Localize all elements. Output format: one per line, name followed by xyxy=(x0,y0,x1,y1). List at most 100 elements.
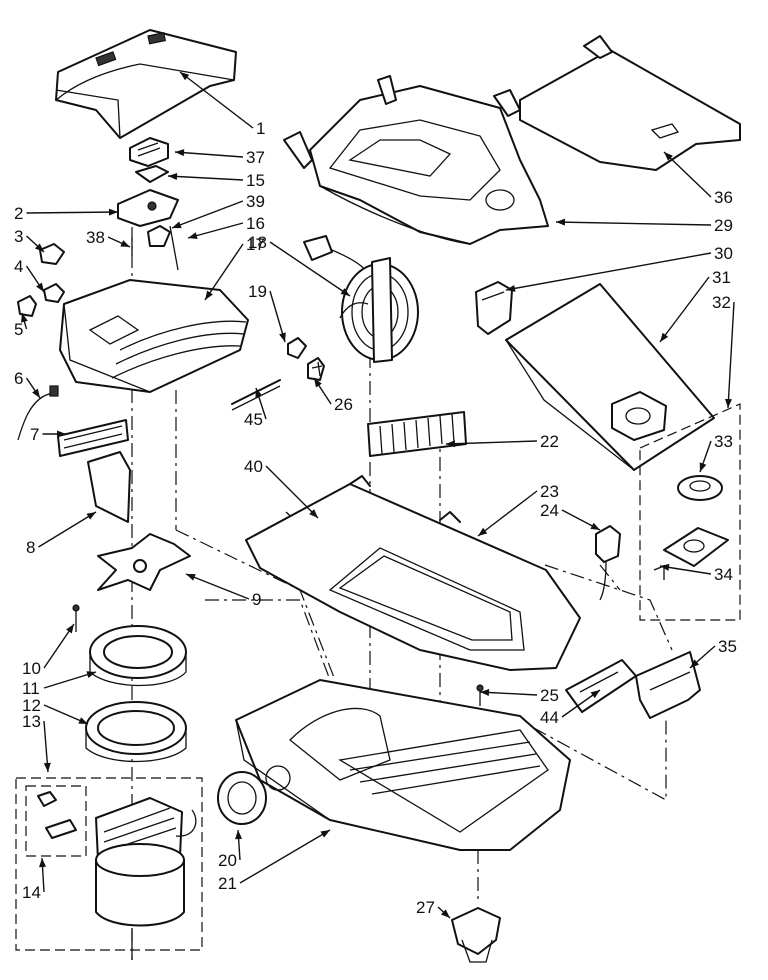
leader-arrowhead xyxy=(39,858,47,868)
part-1-cover xyxy=(55,29,237,139)
leader-line xyxy=(265,465,319,519)
callout-27: 27 xyxy=(416,898,451,919)
callout-number: 11 xyxy=(22,679,40,698)
callout-number: 25 xyxy=(540,686,559,705)
callout-10: 10 xyxy=(22,623,75,678)
leader-line xyxy=(38,511,97,548)
part-22-grille xyxy=(367,411,467,457)
callout-26: 26 xyxy=(313,377,353,414)
callout-40: 40 xyxy=(244,457,319,519)
leader-line xyxy=(174,151,244,158)
leader-arrowhead xyxy=(172,221,182,229)
callout-number: 26 xyxy=(334,395,353,414)
leader-arrowhead xyxy=(556,218,566,226)
callout-number: 9 xyxy=(252,590,261,609)
leader-arrowhead xyxy=(36,282,44,292)
leader-line xyxy=(269,241,351,297)
callout-16: 16 xyxy=(187,214,265,240)
leader-arrowhead xyxy=(699,462,707,472)
part-17-housing xyxy=(59,279,249,393)
leader-line xyxy=(204,243,244,301)
leader-arrowhead xyxy=(180,72,190,81)
callout-number: 1 xyxy=(256,119,265,138)
callout-number: 30 xyxy=(714,244,733,263)
callout-number: 38 xyxy=(86,228,105,247)
leader-arrowhead xyxy=(279,332,286,342)
leader-arrowhead xyxy=(446,440,456,448)
callout-2: 2 xyxy=(14,204,119,223)
callout-number: 17 xyxy=(246,235,265,254)
leader-arrowhead xyxy=(441,909,450,918)
callout-25: 25 xyxy=(479,686,559,705)
leader-line xyxy=(477,490,538,537)
part-36-top-panel xyxy=(493,35,741,171)
part-44-trim xyxy=(565,659,637,713)
leader-line xyxy=(239,829,331,884)
callout-44: 44 xyxy=(540,689,601,727)
callout-number: 39 xyxy=(246,192,265,211)
callout-number: 29 xyxy=(714,216,733,235)
leader-line xyxy=(43,671,97,689)
leader-arrowhead xyxy=(590,522,600,530)
callout-34: 34 xyxy=(659,563,733,584)
leader-line xyxy=(179,71,254,129)
callout-11: 11 xyxy=(22,671,97,698)
part-32-filter-frame xyxy=(639,403,741,621)
callout-14: 14 xyxy=(22,857,47,902)
leader-arrowhead xyxy=(660,563,670,571)
callout-number: 27 xyxy=(416,898,435,917)
callout-number: 14 xyxy=(22,883,41,902)
callout-number: 35 xyxy=(718,637,737,656)
part-20-wheel xyxy=(217,771,267,825)
callout-30: 30 xyxy=(505,244,733,292)
callout-number: 22 xyxy=(540,432,559,451)
callout-45: 45 xyxy=(244,387,267,429)
callout-38: 38 xyxy=(86,228,131,248)
callout-37: 37 xyxy=(174,148,265,167)
leader-arrowhead xyxy=(175,149,185,157)
callout-13: 13 xyxy=(22,712,51,773)
leader-arrowhead xyxy=(235,830,243,840)
part-23-frame xyxy=(245,475,581,671)
leader-line xyxy=(505,252,712,291)
callout-number: 4 xyxy=(14,257,23,276)
callout-1: 1 xyxy=(179,71,265,138)
callout-number: 36 xyxy=(714,188,733,207)
leader-arrowhead xyxy=(186,574,196,581)
leader-line xyxy=(479,691,538,696)
callout-29: 29 xyxy=(555,216,733,235)
leader-line xyxy=(659,276,710,343)
callout-17: 17 xyxy=(204,235,265,301)
part-31-dust-bag xyxy=(505,283,715,471)
leader-arrowhead xyxy=(34,243,44,252)
leader-arrowhead xyxy=(168,172,178,180)
leader-line xyxy=(555,221,712,226)
leader-arrowhead xyxy=(66,624,74,634)
leader-arrowhead xyxy=(120,240,130,247)
callout-number: 19 xyxy=(248,282,267,301)
part-27-caster xyxy=(451,907,501,963)
callout-36: 36 xyxy=(663,151,733,207)
callout-number: 18 xyxy=(248,233,267,252)
leader-arrowhead xyxy=(188,232,198,240)
callout-number: 12 xyxy=(22,696,41,715)
leader-line xyxy=(185,573,250,600)
callout-number: 44 xyxy=(540,708,559,727)
callout-number: 2 xyxy=(14,204,23,223)
leader-arrowhead xyxy=(86,671,96,678)
callout-4: 4 xyxy=(14,257,45,293)
leader-arrowhead xyxy=(590,690,600,699)
callout-labels: 1371539161723834567818192645409101112131… xyxy=(14,71,737,919)
leader-arrowhead xyxy=(108,208,118,216)
callout-number: 8 xyxy=(26,538,35,557)
callout-32: 32 xyxy=(712,293,735,409)
callout-number: 16 xyxy=(246,214,265,233)
part-29-top-housing xyxy=(283,75,549,245)
callout-19: 19 xyxy=(248,282,286,343)
callout-8: 8 xyxy=(26,511,97,557)
callout-22: 22 xyxy=(445,432,559,451)
callout-number: 15 xyxy=(246,171,265,190)
switch-parts xyxy=(17,137,179,317)
leader-arrowhead xyxy=(32,388,40,398)
part-21-base xyxy=(235,679,571,851)
